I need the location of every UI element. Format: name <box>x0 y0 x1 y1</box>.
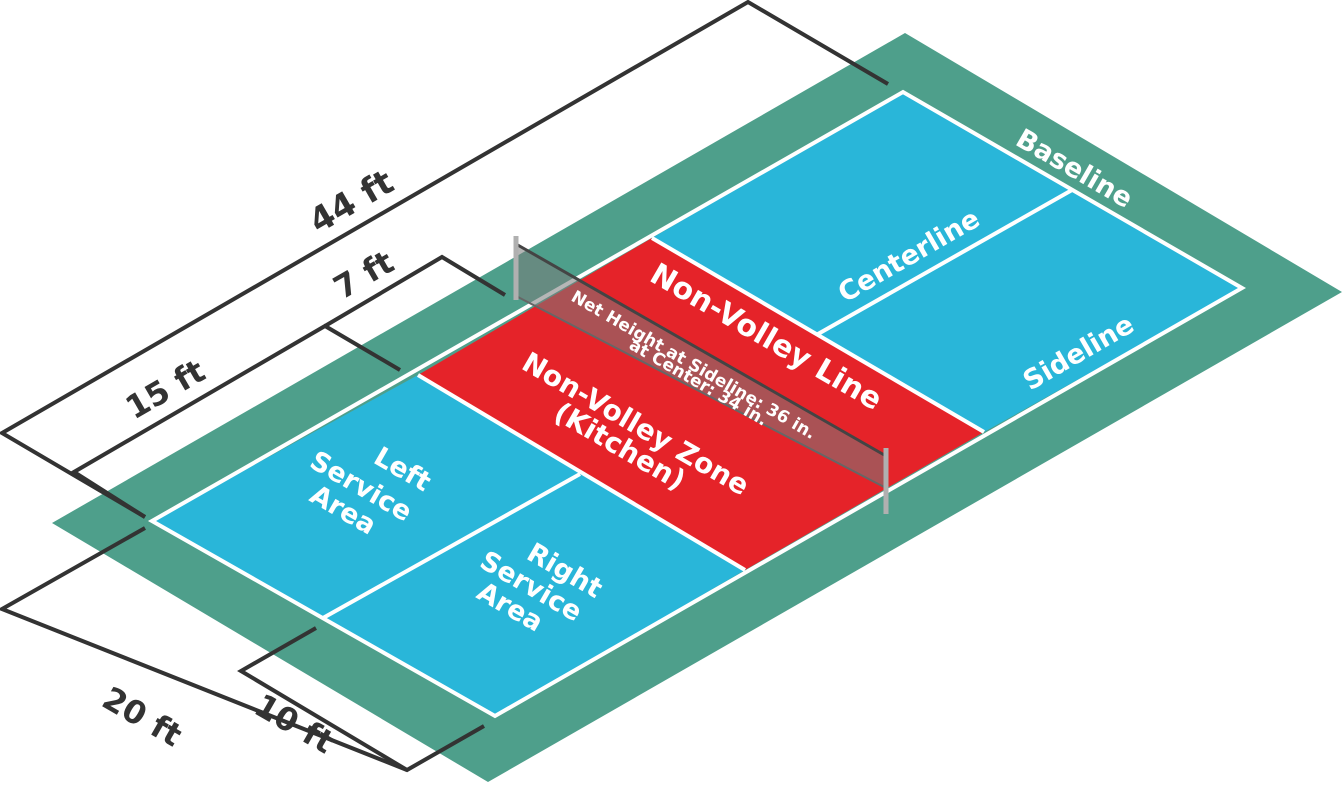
far-non-volley-line <box>650 236 986 434</box>
far-centerline <box>817 188 1073 336</box>
near-centerline <box>322 472 581 620</box>
dimension-lines <box>0 0 890 773</box>
court-boundary <box>147 89 1247 719</box>
net-top-tape <box>515 242 887 458</box>
near-non-volley-line <box>416 373 747 572</box>
dim-7ft-label: 7 ft <box>327 243 400 307</box>
net-bottom-cord <box>515 295 887 489</box>
dim-20ft-bracket <box>0 526 485 773</box>
net-mesh <box>516 244 886 488</box>
dim-10ft-bracket <box>237 626 409 772</box>
dim-44ft-bracket <box>0 0 890 519</box>
dim-10ft-label: 10 ft <box>248 686 341 761</box>
non-volley-zone <box>418 238 984 570</box>
dim-15ft-bracket <box>70 323 402 519</box>
dim-7ft-bracket <box>323 254 507 328</box>
dim-15ft-label: 15 ft <box>119 352 212 427</box>
dim-20ft-label: 20 ft <box>96 679 189 754</box>
court-lines <box>147 89 1247 719</box>
